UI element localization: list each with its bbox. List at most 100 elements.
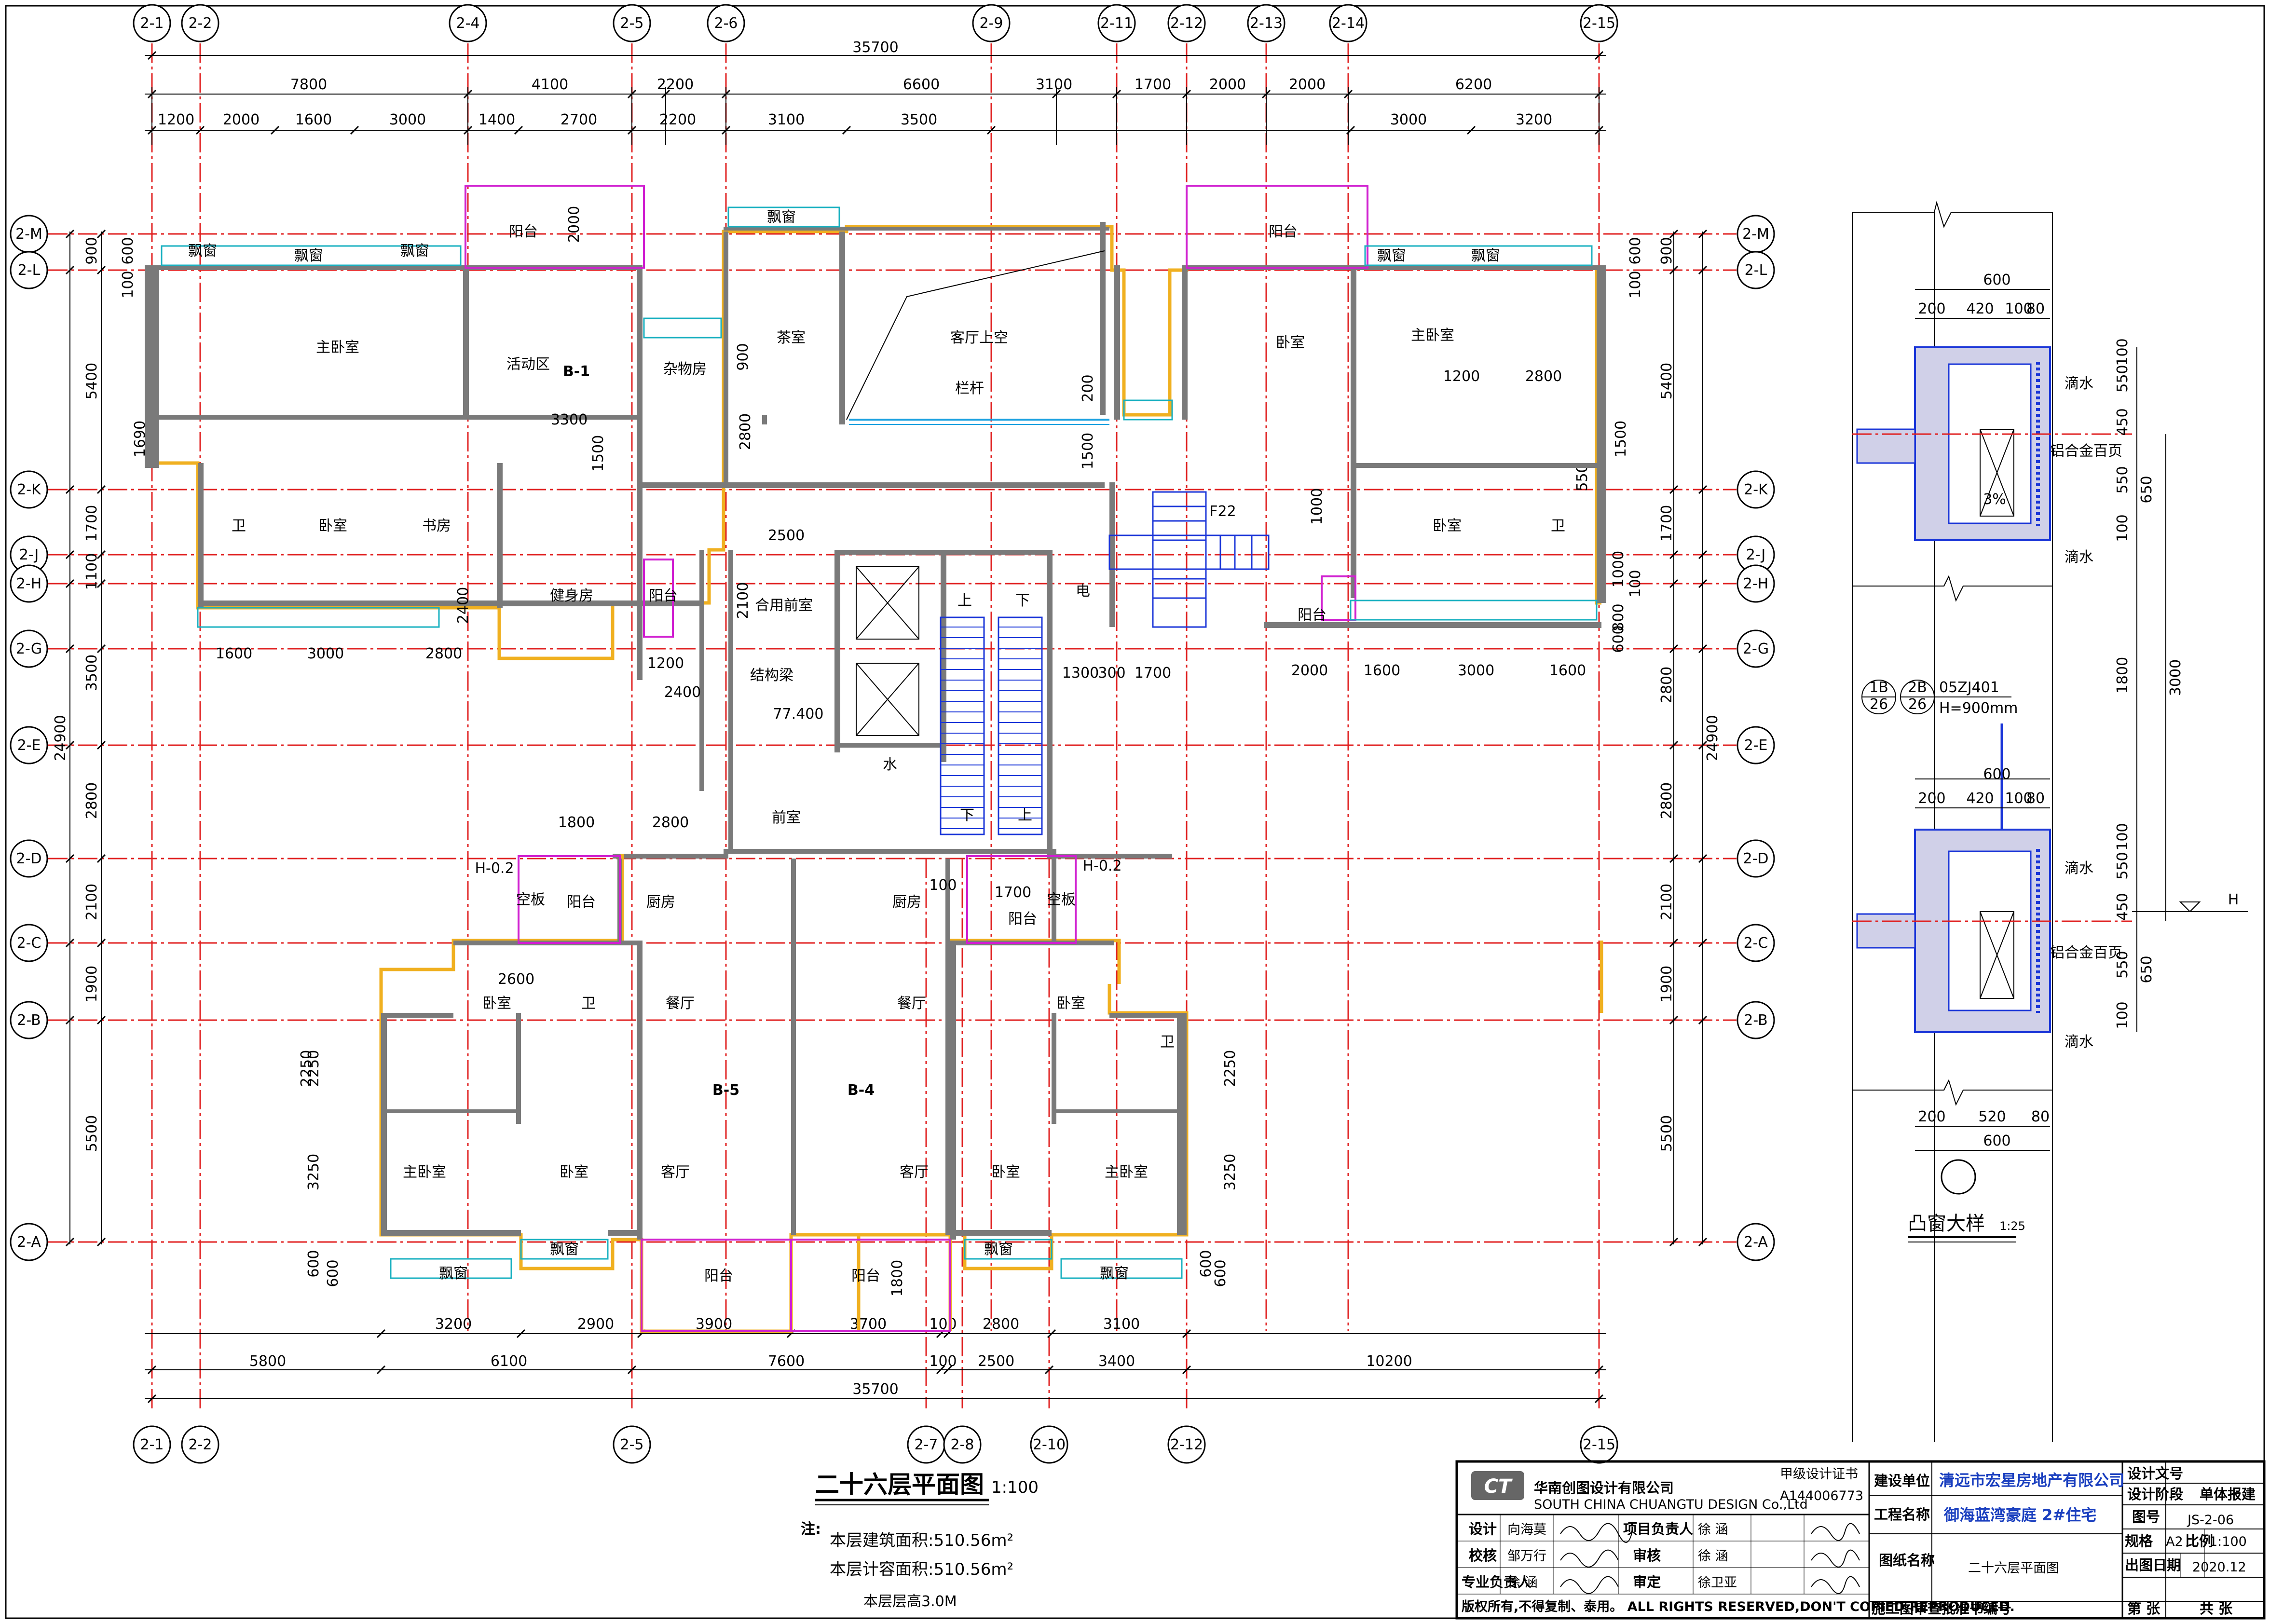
- stair-label: 下: [1015, 592, 1030, 609]
- grid-bubble-left: 2-B: [10, 1001, 48, 1039]
- dimension-value: 2900: [577, 1316, 614, 1333]
- dimension-value: 5400: [1658, 363, 1675, 399]
- dimension-value: 24900: [1704, 715, 1721, 761]
- dimension-value: 2400: [455, 587, 472, 624]
- dimension-value: 420: [1966, 300, 1994, 317]
- dimension-value: 2100: [83, 884, 100, 920]
- room-label: 空板: [1047, 891, 1076, 908]
- dimension-value: 80: [2026, 300, 2045, 317]
- grid-label: 2-L: [18, 262, 41, 279]
- title-block: CT 华南创图设计有限公司 SOUTH CHINA CHUANGTU DESIG…: [1455, 1460, 2266, 1620]
- dimension-value: 420: [1966, 790, 1994, 807]
- dimension-value: 1400: [479, 111, 515, 128]
- dimension-value: 2800: [1658, 667, 1675, 703]
- grid-bubble-left: 2-H: [10, 564, 48, 603]
- dimension-value: 200: [1918, 1108, 1945, 1125]
- grid-bubble-right: 2-C: [1737, 924, 1775, 962]
- dimension-value: 35700: [852, 39, 898, 56]
- dimension-value: 1600: [295, 111, 332, 128]
- dimension-value: 600: [1983, 1133, 2010, 1149]
- room-label: 卧室: [991, 1164, 1020, 1181]
- dimension-value: 100: [1627, 570, 1644, 597]
- grid-label: 2-4: [456, 15, 480, 32]
- room-label: 卫: [1551, 518, 1565, 534]
- grid-label: 2-13: [1250, 15, 1283, 32]
- room-label: 飘窗: [767, 209, 796, 226]
- detail-title: 凸窗大样: [1908, 1213, 1985, 1235]
- grid-bubble-right: 2-L: [1737, 251, 1775, 289]
- dimension-value: 2500: [978, 1353, 1014, 1370]
- grid-bubble-top: 2-13: [1247, 4, 1285, 42]
- dimension-value: 80: [2031, 1108, 2050, 1125]
- room-label: 餐厅: [897, 995, 926, 1012]
- detail-label: 铝合金百页: [2050, 443, 2122, 460]
- grid-label: 2-H: [16, 575, 41, 592]
- signature: [1811, 1576, 1860, 1594]
- note-area-calc: 本层计容面积:510.56m²: [830, 1560, 1013, 1579]
- room-label: 前室: [772, 809, 801, 826]
- grid-bubble-right: 2-D: [1737, 839, 1775, 878]
- dimension-value: 550: [2114, 852, 2131, 879]
- license-number: A144006773: [1780, 1488, 1863, 1503]
- room-label: 阳台: [851, 1268, 880, 1284]
- stage-value: 单体报建: [2200, 1486, 2256, 1502]
- grid-bubble-right: 2-G: [1737, 629, 1775, 668]
- grid-label: 2-14: [1332, 15, 1365, 32]
- grid-bubble-top: 2-11: [1097, 4, 1136, 42]
- room-label: 阳台: [704, 1268, 733, 1284]
- company-logo: CT: [1484, 1475, 1513, 1498]
- dimension-value: 1000: [1309, 488, 1326, 525]
- dimension-value: 1500: [590, 435, 607, 472]
- drawing-title: 二十六层平面图: [815, 1471, 984, 1499]
- grid-bubble-left: 2-E: [10, 726, 48, 764]
- dimension-value: 2250: [298, 1050, 315, 1087]
- room-label: 飘窗: [439, 1265, 468, 1282]
- room-label: 卧室: [482, 995, 511, 1012]
- dimension-value: 5400: [83, 363, 100, 399]
- review-number-label: 施工图审查批准书编号: [1872, 1600, 2011, 1617]
- dimension-value: 1200: [647, 655, 684, 672]
- dimension-value: 100: [2114, 514, 2131, 542]
- company-name-en: SOUTH CHINA CHUANGTU DESIGN Co.,Ltd: [1534, 1497, 1808, 1512]
- building-walls: [145, 222, 1606, 1333]
- dimension-value: 24900: [52, 715, 69, 761]
- date-value: 2020.12: [2192, 1560, 2246, 1575]
- room-label: 结构梁: [750, 667, 793, 684]
- dimension-value: 900: [1658, 237, 1675, 264]
- detail-label: 滴水: [2065, 1034, 2093, 1051]
- dimension-value: 1200: [158, 111, 194, 128]
- dimension-value: 3250: [1222, 1154, 1239, 1190]
- dimension-value: 3000: [307, 645, 344, 662]
- signature: [1811, 1523, 1860, 1541]
- design-no-label: 设计文号: [2127, 1465, 2183, 1482]
- dimension-value: 600: [325, 1259, 342, 1287]
- slope-label: 3%: [1983, 491, 2006, 508]
- level-h-mark: H: [2228, 891, 2239, 908]
- room-label: 水: [883, 756, 897, 773]
- grid-label: 2-1: [140, 1436, 164, 1453]
- dimension-value: 1600: [216, 645, 252, 662]
- dimension-value: 3500: [901, 111, 937, 128]
- dimension-value: 2500: [768, 527, 805, 544]
- dimension-value: 2100: [735, 582, 752, 619]
- ratio-label: 比例: [2185, 1533, 2213, 1549]
- dimension-value: 2800: [1525, 368, 1562, 385]
- detail-label: 滴水: [2065, 375, 2093, 392]
- dimension-value: 520: [1978, 1108, 2006, 1125]
- grid-label: 2-E: [17, 737, 41, 754]
- grid-label: 2-K: [1744, 481, 1768, 498]
- room-labels: 主卧室 活动区 B-1 杂物房 茶室 客厅上空 栏杆 卧室 主卧室 阳台 阳台 …: [188, 209, 1565, 1284]
- grid-bubble-left: 2-K: [10, 470, 48, 509]
- copyright: 版权所有,不得复制、泰用。 ALL RIGHTS RESERVED,DON'T …: [1462, 1599, 2015, 1614]
- room-label: 卫: [1160, 1034, 1175, 1051]
- room-label: 飘窗: [400, 243, 429, 259]
- room-label: 飘窗: [984, 1241, 1013, 1258]
- room-label: 空板: [516, 891, 545, 908]
- dimension-value: 450: [2114, 408, 2131, 436]
- dimension-value: 1200: [1443, 368, 1480, 385]
- dimension-value: 1900: [1658, 966, 1675, 1002]
- grid-bubble-left: 2-A: [10, 1223, 48, 1261]
- dimension-value: 100: [929, 877, 957, 894]
- dimension-value: 1500: [1613, 421, 1629, 457]
